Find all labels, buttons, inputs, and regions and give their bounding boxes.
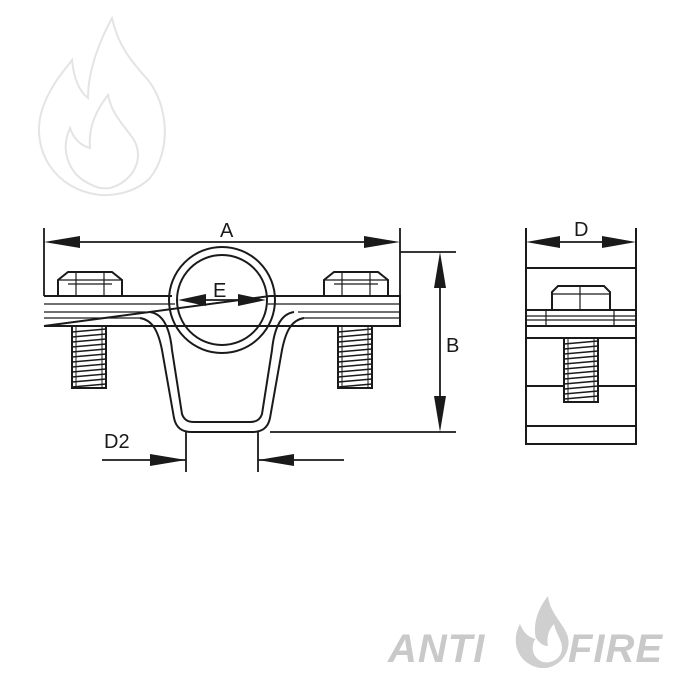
left-bolt-thread [71,325,107,389]
flame-logo-icon [515,596,569,668]
right-bolt-thread [337,325,373,389]
brand-left-word: ANTI [387,627,485,671]
dimension-a-label: A [220,220,234,242]
side-view [525,228,637,445]
side-bolt-thread [563,337,599,403]
brand-right-word: FIRE [568,627,663,671]
dimension-b-label: B [446,335,459,357]
flame-watermark-icon [38,15,166,197]
dimension-d-label: D [574,219,588,241]
dimension-d2-label: D2 [104,431,130,453]
brand-logo: ANTI FIRE [387,596,663,671]
dimension-e-label: E [213,280,226,302]
front-view [43,228,456,472]
